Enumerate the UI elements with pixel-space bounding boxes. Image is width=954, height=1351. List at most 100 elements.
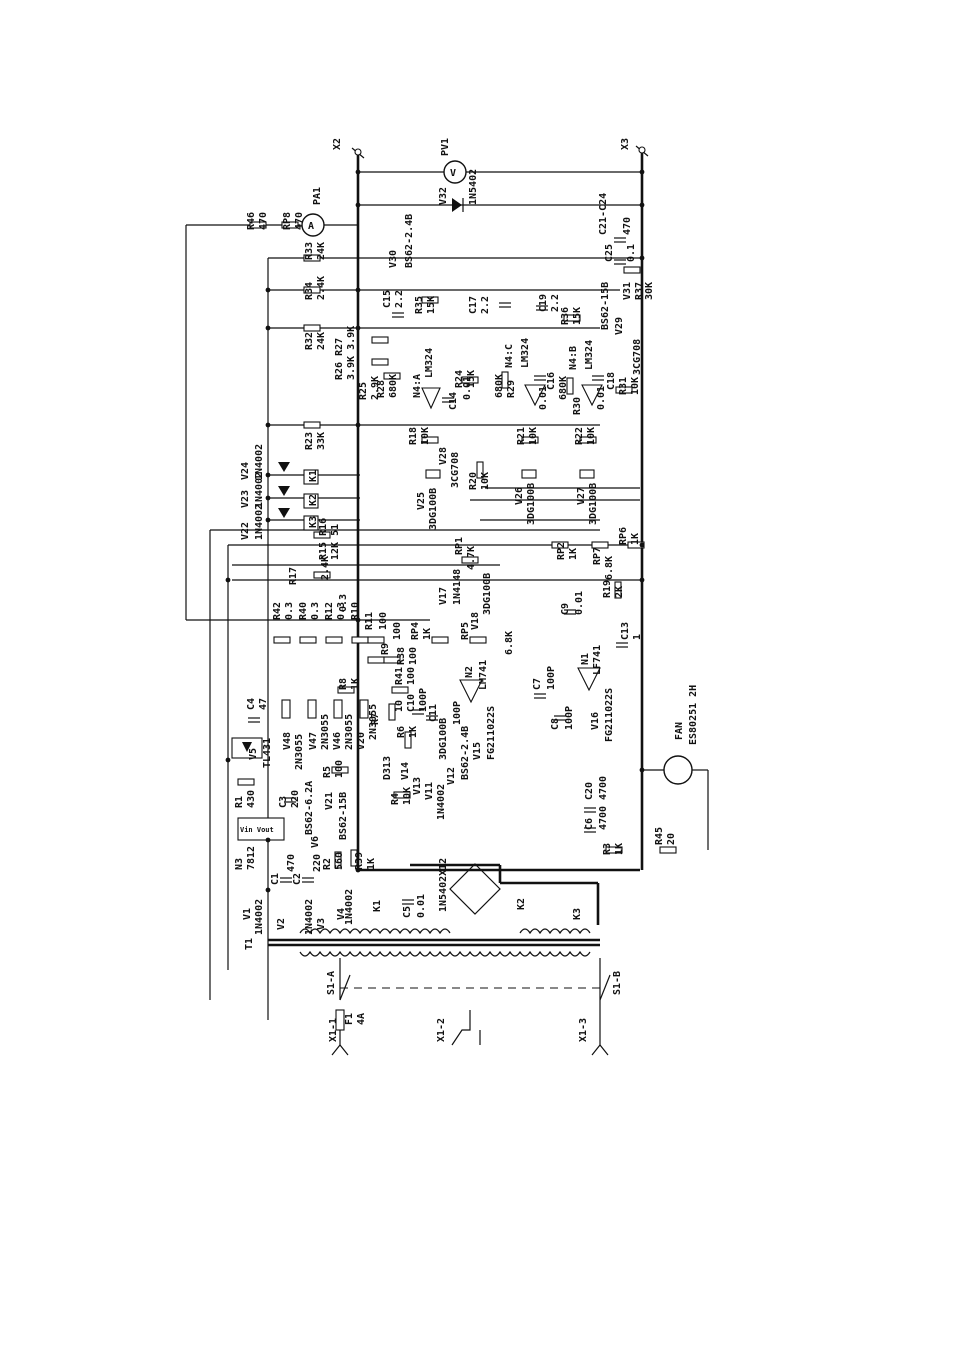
resistor-body-r35 (421, 296, 439, 304)
junction-layer (225, 169, 645, 893)
r6-value: 1K (408, 726, 419, 738)
ammeter-label: PA1 (312, 187, 323, 205)
relay-k3-coil-label: K3 (308, 516, 319, 528)
r29-value: 680K (494, 374, 505, 398)
c14-value: 0.01 (462, 376, 473, 400)
r36-value: 15K (572, 307, 583, 325)
junction-dot (265, 517, 271, 523)
capacitor-c4 (248, 717, 260, 723)
resistor-body-r29 (501, 371, 509, 389)
n4b-part: LM324 (584, 340, 595, 370)
v16-part: FG211022S (604, 688, 615, 742)
v21-label: V21 (324, 792, 335, 810)
c7-label: C7 (532, 678, 543, 690)
c13-label: C13 (620, 622, 631, 640)
r46-label: R46 (246, 212, 257, 230)
x1-2-label: X1-2 (436, 1018, 447, 1042)
v20-label: V20 (356, 732, 367, 750)
r42-value: 0.3 (284, 602, 295, 620)
resistor-body-r46 (249, 221, 267, 229)
resistor-body-r24 (461, 376, 479, 384)
r46-value: 470 (258, 212, 269, 230)
transformer-label: T1 (244, 938, 255, 950)
relay-k2-label: K2 (308, 494, 319, 506)
relay-k1-label: K1 (308, 470, 319, 482)
r37-value: 30K (644, 282, 655, 300)
resistor-body-r42 (273, 636, 291, 644)
r5-value: 100 (334, 760, 345, 778)
junction-dot (639, 169, 645, 175)
capacitor-c5 (402, 899, 414, 905)
junction-dot (265, 837, 271, 843)
capacitor-c10 (412, 709, 424, 715)
v12-label: V12 (446, 767, 457, 785)
resistor-body-r36 (563, 314, 581, 322)
rp5-label: RP5 (460, 622, 471, 640)
resistor-body-r15-r16 (313, 531, 331, 539)
rp4-value: 1K (422, 628, 433, 640)
v46-part: 2N3055 (344, 714, 355, 750)
r41-value: 100 (406, 667, 417, 685)
c15-label: C15 (382, 290, 393, 308)
resistor-body-r3 (605, 846, 623, 854)
n3-part: 7812 (246, 846, 257, 870)
r10-value: 0.3 (338, 594, 349, 612)
r2-value: 560 (334, 852, 345, 870)
r38-label: R38 (396, 647, 407, 665)
r41-label: R41 (394, 667, 405, 685)
v25-part: 3DG100B (428, 488, 439, 530)
relay-k1-contact-label: K1 (372, 900, 383, 912)
c16-label: C16 (546, 372, 557, 390)
r9-label: R9 (380, 643, 391, 655)
junction-dot (265, 422, 271, 428)
terminal-x2[interactable]: X2 (332, 138, 365, 159)
c13-value: 1 (632, 634, 643, 640)
c11-value: 100P (452, 701, 463, 725)
n1-part: LF741 (592, 645, 603, 675)
c16-value: 0.01 (538, 386, 549, 410)
r11-label: R11 (364, 612, 375, 630)
r32-label: R32 (304, 332, 315, 350)
capacitor-c11 (426, 715, 438, 721)
v16-label: V16 (590, 712, 601, 730)
c10-value: 100P (418, 688, 429, 712)
r23-value: 33K (316, 432, 327, 450)
bridge-rectifier (410, 863, 600, 925)
v30-label: V30 (388, 250, 399, 268)
r26-value: 3.9K 3.9K (346, 326, 357, 380)
v15-label: V15 (472, 742, 483, 760)
v32-label: V32 (438, 187, 449, 205)
resistor-body-r41 (391, 686, 409, 694)
resistor-body-r23 (303, 421, 321, 429)
resistor-body-r30 (566, 377, 574, 395)
resistor-body-r39 (350, 849, 358, 867)
r19-value: 2K (614, 586, 625, 598)
capacitor-c19 (536, 305, 548, 311)
c8-label: C8 (550, 718, 561, 730)
v31-label: V31 (622, 282, 633, 300)
v4-part: 1N4002 (344, 889, 355, 925)
v48-label: V48 (282, 732, 293, 750)
capacitor-layer (248, 237, 628, 905)
capacitor-c21-c24 (614, 237, 626, 243)
capacitor-c18 (592, 375, 604, 381)
rp6-label: RP6 (618, 527, 629, 545)
transformer-t1 (268, 928, 600, 957)
resistor-body-r28 (383, 372, 401, 380)
n4b-label: N4:B (568, 346, 579, 370)
v23-label: V23 (240, 490, 251, 508)
c17-value: 2.2 (480, 296, 491, 314)
c3-label: C3 (278, 796, 289, 808)
c21-label: C21-C24 (598, 193, 609, 235)
junction-dot (355, 202, 361, 208)
rp2-value: 1K (568, 548, 579, 560)
resistor-body-r21 (521, 436, 539, 444)
r22-value: 10K (586, 427, 597, 445)
capacitor-c15 (392, 312, 404, 318)
r38-value: 100 (408, 647, 419, 665)
voltmeter-label: PV1 (440, 138, 451, 156)
opamps (421, 384, 603, 704)
terminal-x3[interactable]: X3 (620, 138, 649, 157)
resistor-body-rp1 (461, 556, 479, 564)
resistor-body-r19 (614, 581, 622, 599)
